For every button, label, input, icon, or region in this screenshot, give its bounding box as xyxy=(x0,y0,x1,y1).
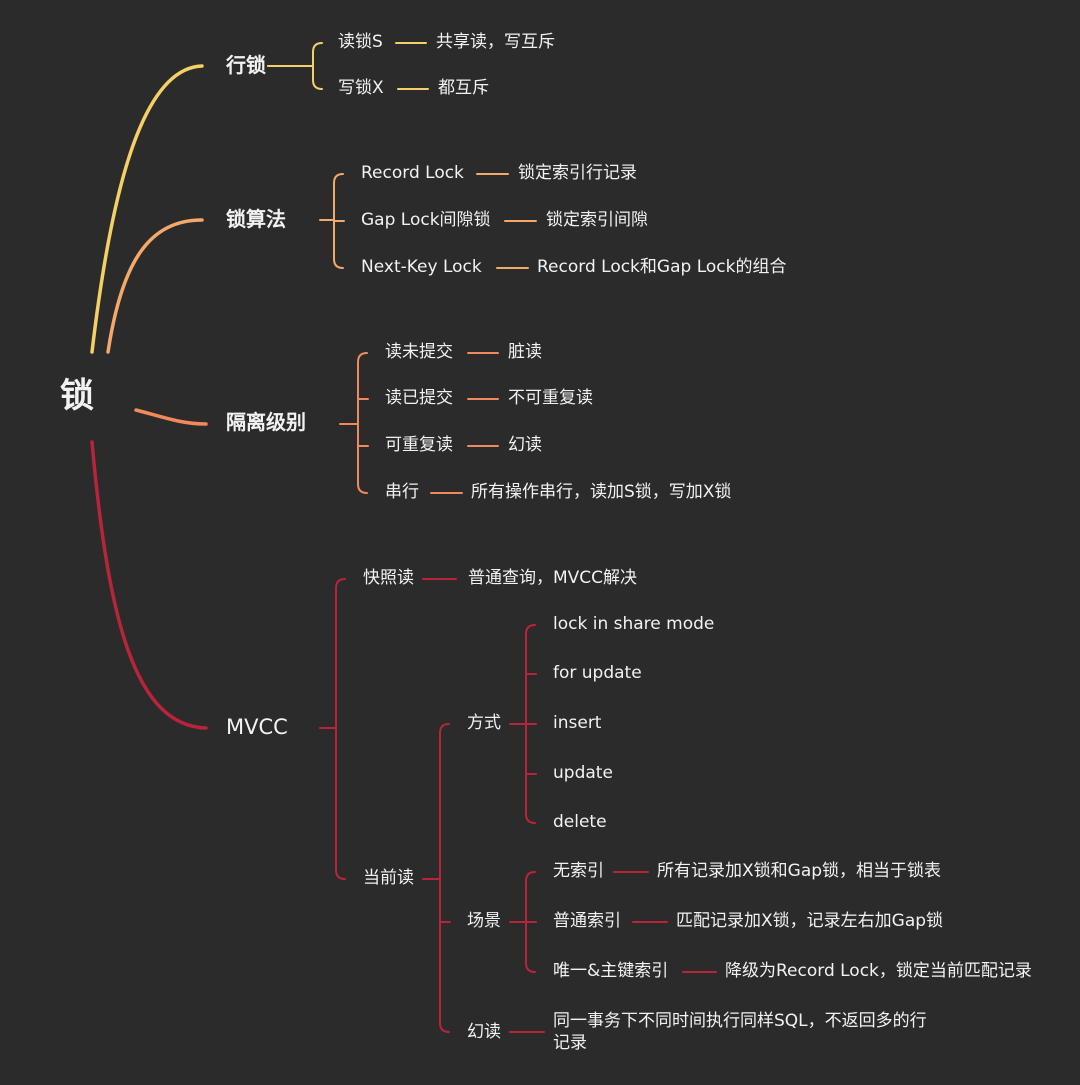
algorithm-item-label: Record Lock xyxy=(361,163,464,183)
methods-label: 方式 xyxy=(467,713,501,733)
isolation-item-label: 读未提交 xyxy=(385,342,453,362)
row-lock-item-desc: 都互斥 xyxy=(438,78,489,98)
row-lock-item-label: 读锁S xyxy=(338,32,383,52)
root-curve-isolation xyxy=(134,408,208,426)
isolation-item-desc: 不可重复读 xyxy=(508,388,593,408)
current-read-label: 当前读 xyxy=(363,868,414,888)
method-item: delete xyxy=(553,812,607,832)
scenario-item-desc: 所有记录加X锁和Gap锁，相当于锁表 xyxy=(657,861,942,881)
isolation-item-desc: 幻读 xyxy=(508,435,542,455)
algorithm-item-label: Gap Lock间隙锁 xyxy=(361,210,491,230)
scenario-item-label: 普通索引 xyxy=(553,911,621,931)
phantom-read-label: 幻读 xyxy=(467,1022,501,1042)
snapshot-read-desc: 普通查询，MVCC解决 xyxy=(468,568,638,588)
isolation-item-desc: 所有操作串行，读加S锁，写加X锁 xyxy=(471,482,732,502)
branch-lock-algorithm: 锁算法 xyxy=(226,207,286,231)
algorithm-item-desc: 锁定索引间隙 xyxy=(546,210,648,230)
root-curve-algorithm xyxy=(106,218,204,354)
branch-row-lock: 行锁 xyxy=(226,53,266,77)
phantom-read-desc: 同一事务下不同时间执行同样SQL，不返回多的行记录 xyxy=(553,1011,927,1053)
root-curve-row-lock xyxy=(90,64,204,354)
row-lock-item-label: 写锁X xyxy=(338,78,384,98)
branch-isolation-level: 隔离级别 xyxy=(226,410,306,434)
scenario-item-desc: 降级为Record Lock，锁定当前匹配记录 xyxy=(725,961,1032,981)
snapshot-read-label: 快照读 xyxy=(363,568,414,588)
scenario-item-desc: 匹配记录加X锁，记录左右加Gap锁 xyxy=(676,911,944,931)
method-item: insert xyxy=(553,713,602,733)
bracket-spine xyxy=(312,42,323,90)
isolation-item-label: 串行 xyxy=(385,482,419,502)
branch-mvcc: MVCC xyxy=(226,715,288,739)
root-curve-mvcc xyxy=(90,440,208,730)
bracket-spine xyxy=(335,578,346,880)
method-item: update xyxy=(553,763,613,783)
row-lock-item-desc: 共享读，写互斥 xyxy=(436,32,555,52)
isolation-item-desc: 脏读 xyxy=(508,342,542,362)
method-item: lock in share mode xyxy=(553,614,715,634)
bracket-spine xyxy=(357,352,368,494)
algorithm-item-label: Next-Key Lock xyxy=(361,257,482,277)
method-item: for update xyxy=(553,663,642,683)
algorithm-item-desc: Record Lock和Gap Lock的组合 xyxy=(537,257,787,277)
scenario-item-label: 唯一&主键索引 xyxy=(553,961,669,981)
root-node: 锁 xyxy=(60,376,94,416)
scenarios-label: 场景 xyxy=(467,911,501,931)
bracket-spine xyxy=(439,723,450,1033)
scenario-item-label: 无索引 xyxy=(553,861,604,881)
isolation-item-label: 读已提交 xyxy=(385,388,453,408)
algorithm-item-desc: 锁定索引行记录 xyxy=(518,163,637,183)
isolation-item-label: 可重复读 xyxy=(385,435,453,455)
